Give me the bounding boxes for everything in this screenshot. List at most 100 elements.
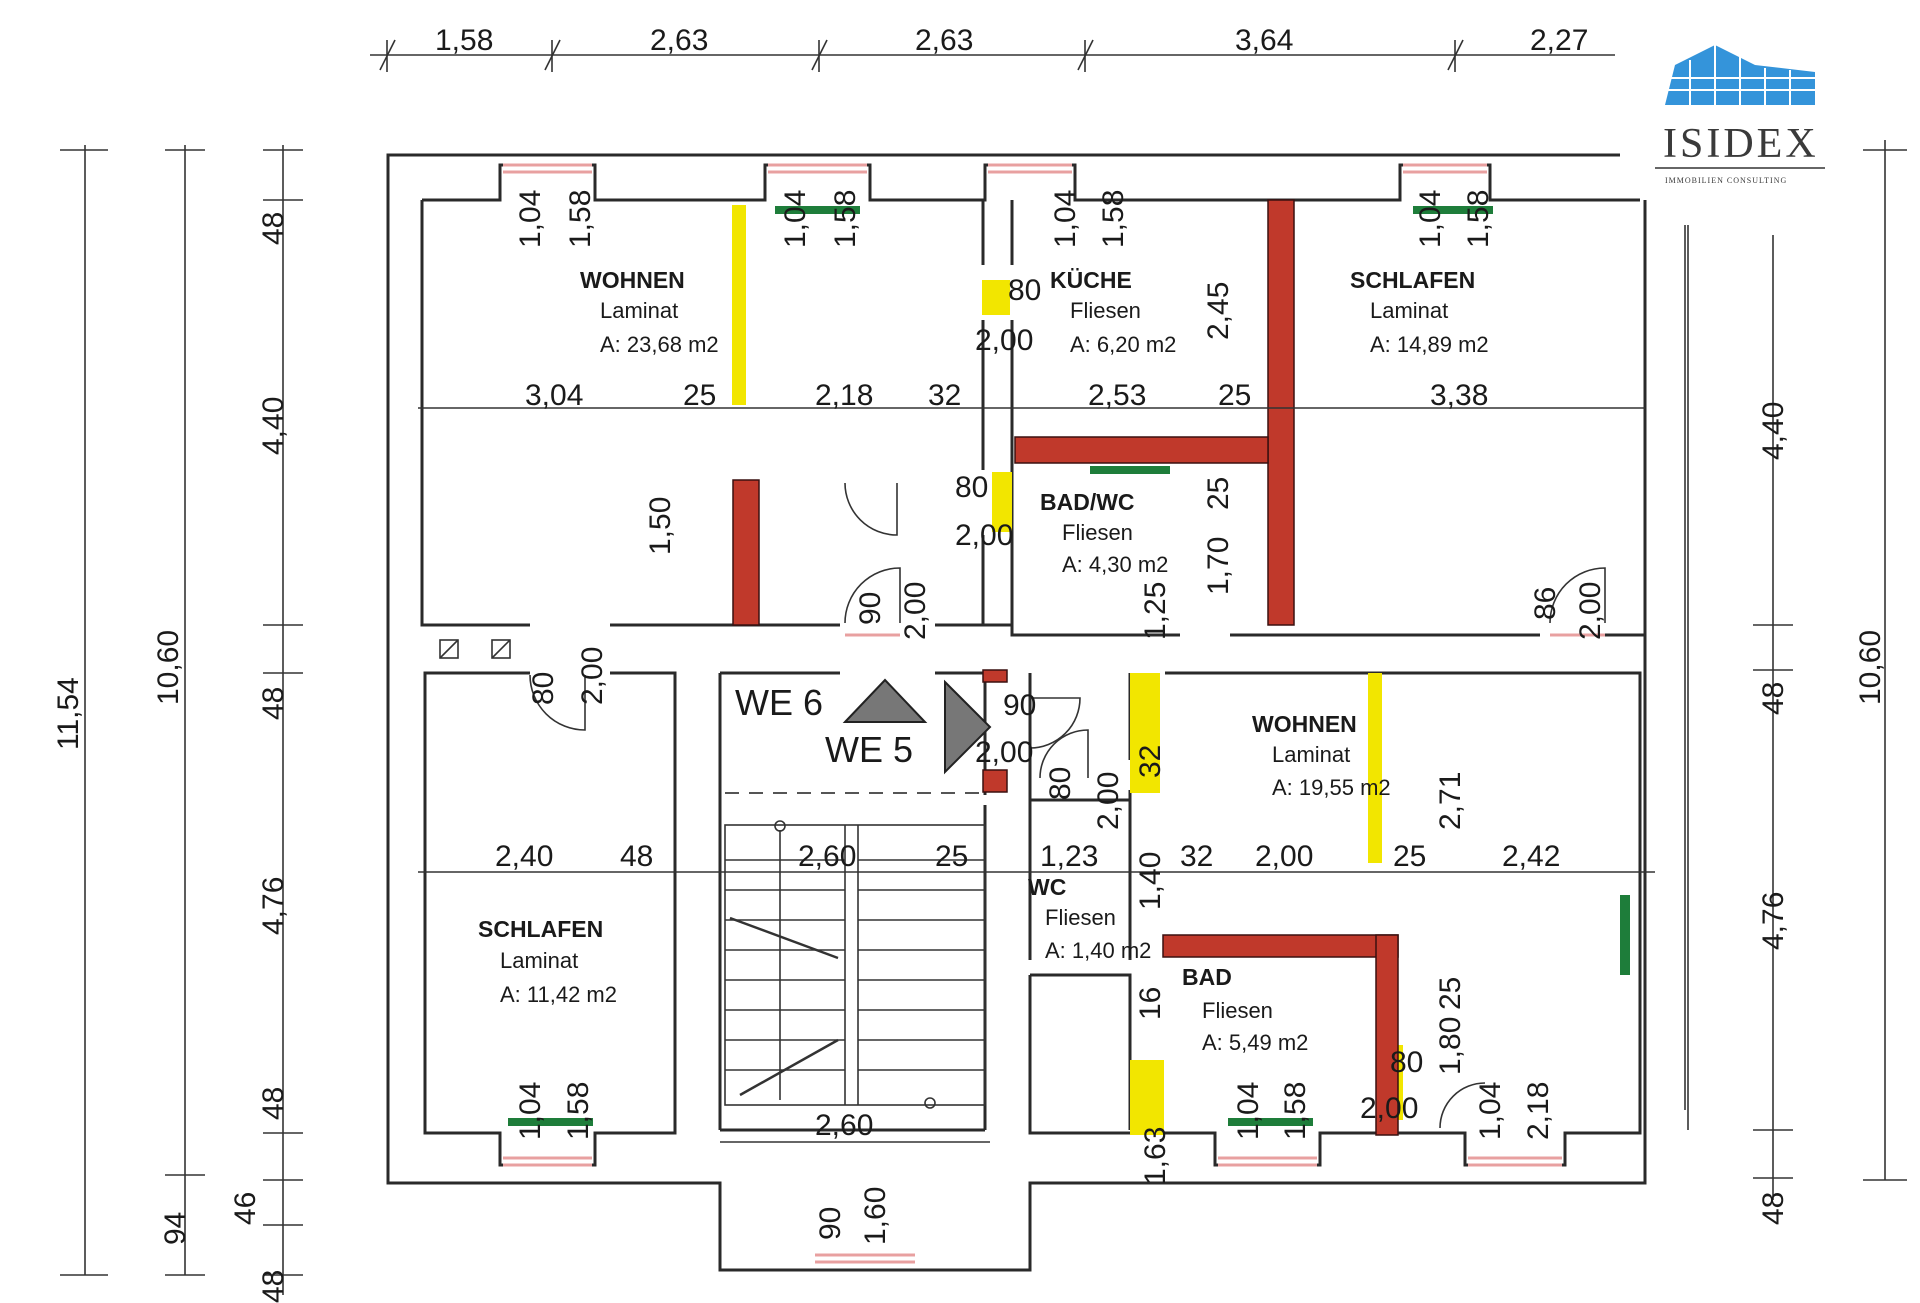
dim-door-90b: 90 <box>1003 689 1036 722</box>
dim-left-d: 4,76 <box>257 877 290 935</box>
new-walls <box>732 199 1399 1136</box>
svg-text:WC: WC <box>1028 874 1066 900</box>
svg-text:BAD/WC: BAD/WC <box>1040 489 1135 515</box>
room-schlafen1: SCHLAFEN Laminat A: 14,89 m2 <box>1350 267 1489 357</box>
dim-32a: 32 <box>928 379 961 412</box>
dim-1-63: 1,63 <box>1139 1127 1172 1185</box>
svg-text:A: 14,89 m2: A: 14,89 m2 <box>1370 332 1489 357</box>
svg-text:SCHLAFEN: SCHLAFEN <box>1350 267 1475 293</box>
dim-door-2-00f: 2,00 <box>975 736 1033 769</box>
dim-1-80: 1,80 <box>1434 1017 1467 1075</box>
dim-1-23: 1,23 <box>1040 840 1098 873</box>
dim-top-5: 2,27 <box>1530 24 1588 57</box>
svg-text:Fliesen: Fliesen <box>1202 998 1273 1023</box>
svg-text:1,04: 1,04 <box>514 190 547 248</box>
svg-text:1,58: 1,58 <box>1097 190 1130 248</box>
dim-left-f: 94 <box>159 1212 192 1245</box>
dim-2-18: 2,18 <box>815 379 873 412</box>
staircase <box>724 820 986 1109</box>
door-swings <box>529 482 1606 1129</box>
svg-text:Laminat: Laminat <box>500 948 578 973</box>
arrow-right-icon <box>944 679 992 775</box>
dim-top-2: 2,63 <box>650 24 708 57</box>
dim-right-b: 48 <box>1757 682 1790 715</box>
dim-32b: 32 <box>1180 840 1213 873</box>
dim-door-2-00e: 2,00 <box>576 647 609 705</box>
removed-walls <box>732 205 1403 1135</box>
svg-text:1,04: 1,04 <box>1474 1082 1507 1140</box>
dim-2-71: 2,71 <box>1434 772 1467 830</box>
dim-left-inner: 10,60 <box>152 630 185 705</box>
dim-right-c: 4,76 <box>1757 892 1790 950</box>
dim-2-45: 2,45 <box>1202 282 1235 340</box>
svg-text:SCHLAFEN: SCHLAFEN <box>478 916 603 942</box>
svg-text:A: 5,49 m2: A: 5,49 m2 <box>1202 1030 1308 1055</box>
dim-stair-90: 90 <box>814 1207 847 1240</box>
svg-text:1,04: 1,04 <box>1232 1082 1265 1140</box>
dim-left-h: 48 <box>257 1270 290 1303</box>
dim-left-e: 48 <box>257 1087 290 1120</box>
dim-door-2-00b: 2,00 <box>955 519 1013 552</box>
svg-text:Laminat: Laminat <box>600 298 678 323</box>
dim-door-2-00g: 2,00 <box>1092 772 1125 830</box>
right-dimension-lines: 10,60 4,40 48 4,76 48 <box>1684 140 1907 1225</box>
unit-arrows <box>842 678 992 775</box>
dim-top-3: 2,63 <box>915 24 973 57</box>
dim-2-40: 2,40 <box>495 840 553 873</box>
svg-text:A: 1,40 m2: A: 1,40 m2 <box>1045 938 1151 963</box>
inner-dimension-lines <box>418 407 1655 1143</box>
window-markers <box>508 206 1630 1126</box>
dim-door-80c: 80 <box>527 672 560 705</box>
dim-right-a: 4,40 <box>1757 402 1790 460</box>
svg-text:1,04: 1,04 <box>779 190 812 248</box>
dim-left-c: 48 <box>257 687 290 720</box>
dim-2-42: 2,42 <box>1502 840 1560 873</box>
dim-stair-1-60: 1,60 <box>859 1187 892 1245</box>
dim-top-4: 3,64 <box>1235 24 1293 57</box>
shaft-icons <box>439 639 511 659</box>
svg-text:1,04: 1,04 <box>1049 190 1082 248</box>
svg-text:A: 11,42 m2: A: 11,42 m2 <box>500 982 617 1007</box>
isidex-logo: ISIDEX IMMOBILIEN CONSULTING <box>1655 45 1825 185</box>
svg-text:2,18: 2,18 <box>1522 1082 1555 1140</box>
svg-text:A: 6,20 m2: A: 6,20 m2 <box>1070 332 1176 357</box>
svg-text:1,58: 1,58 <box>562 1082 595 1140</box>
unit-we6: WE 6 <box>735 682 823 723</box>
dim-25f: 25 <box>1434 977 1467 1010</box>
dim-door-80e: 80 <box>1390 1046 1423 1079</box>
dim-door-86: 86 <box>1529 587 1562 620</box>
dim-2-53: 2,53 <box>1088 379 1146 412</box>
unit-we5: WE 5 <box>825 729 913 770</box>
dim-left-g: 46 <box>229 1192 262 1225</box>
svg-text:1,58: 1,58 <box>1462 190 1495 248</box>
svg-text:1,58: 1,58 <box>564 190 597 248</box>
dim-25b: 25 <box>1218 379 1251 412</box>
dim-left-total: 11,54 <box>52 677 85 750</box>
arrow-up-icon <box>842 678 928 723</box>
svg-text:A: 19,55 m2: A: 19,55 m2 <box>1272 775 1391 800</box>
dim-2-60a: 2,60 <box>798 840 856 873</box>
dim-door-80d: 80 <box>1044 767 1077 800</box>
dim-door-2-00d: 2,00 <box>1574 582 1607 640</box>
dim-door-80b: 80 <box>955 471 988 504</box>
dim-16: 16 <box>1134 987 1167 1020</box>
dim-32-door: 32 <box>1134 745 1167 778</box>
svg-text:1,58: 1,58 <box>829 190 862 248</box>
dim-left-b: 4,40 <box>257 397 290 455</box>
dim-door-2-00a: 2,00 <box>975 324 1033 357</box>
room-wohnen1: WOHNEN Laminat A: 23,68 m2 <box>580 267 719 357</box>
room-bad-wc: BAD/WC Fliesen A: 4,30 m2 <box>1040 489 1168 577</box>
dim-1-50: 1,50 <box>644 497 677 555</box>
dim-25a: 25 <box>683 379 716 412</box>
svg-text:A: 23,68 m2: A: 23,68 m2 <box>600 332 719 357</box>
room-bad: BAD Fliesen A: 5,49 m2 <box>1182 964 1308 1055</box>
dim-2-60b: 2,60 <box>815 1109 873 1142</box>
dim-25e: 25 <box>1393 840 1426 873</box>
svg-text:Fliesen: Fliesen <box>1062 520 1133 545</box>
dim-door-2-00c: 2,00 <box>899 582 932 640</box>
svg-text:Laminat: Laminat <box>1370 298 1448 323</box>
logo-subtitle: IMMOBILIEN CONSULTING <box>1665 176 1787 185</box>
svg-text:Fliesen: Fliesen <box>1070 298 1141 323</box>
svg-text:1,58: 1,58 <box>1279 1082 1312 1140</box>
